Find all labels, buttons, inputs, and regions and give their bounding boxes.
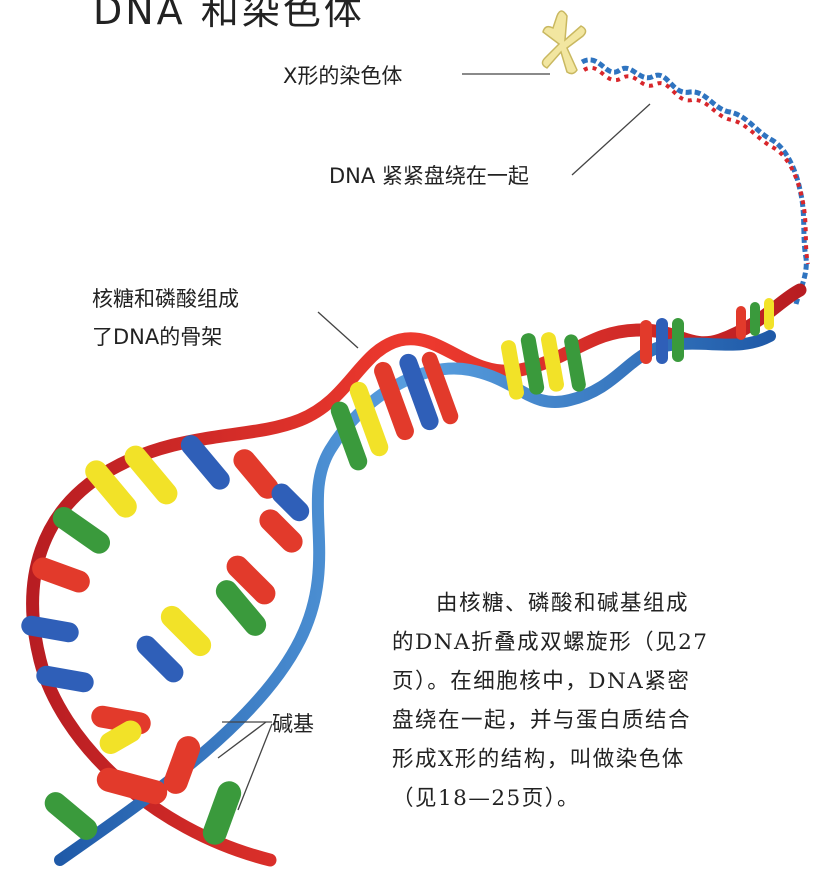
x-chromosome-label: X形的染色体	[283, 60, 402, 90]
description-paragraph: 由核糖、磷酸和碱基组成 的DNA折叠成双螺旋形（见27 页）。在细胞核中，DNA…	[392, 584, 821, 818]
paragraph-line: 形成X形的结构，叫做染色体	[392, 740, 821, 779]
paragraph-line: （见18—25页）。	[392, 779, 821, 818]
base-green	[199, 778, 244, 848]
paragraph-line: 的DNA折叠成双螺旋形（见27	[392, 623, 821, 662]
coiled-dna	[582, 60, 808, 304]
paragraph-line: 盘绕在一起，并与蛋白质结合	[392, 701, 821, 740]
paragraph-line: 由核糖、磷酸和碱基组成	[392, 584, 821, 623]
base-blue	[20, 614, 81, 644]
x-chromosome-icon	[542, 11, 585, 74]
dna-coiled-label: DNA 紧紧盘绕在一起	[329, 160, 529, 190]
page-title: DNA 和染色体	[93, 0, 365, 35]
base-pairs	[20, 431, 314, 848]
backbone-label: 核糖和磷酸组成 了DNA的骨架	[92, 280, 239, 356]
backbone-label-line1: 核糖和磷酸组成	[92, 280, 239, 318]
base-green	[40, 788, 102, 845]
backbone-label-line2: 了DNA的骨架	[92, 318, 239, 356]
base-red	[94, 765, 170, 807]
base-green	[48, 503, 114, 558]
bases-label: 碱基	[272, 708, 314, 738]
paragraph-line: 页）。在细胞核中，DNA紧密	[392, 662, 821, 701]
base-pairs-middle	[328, 298, 774, 473]
